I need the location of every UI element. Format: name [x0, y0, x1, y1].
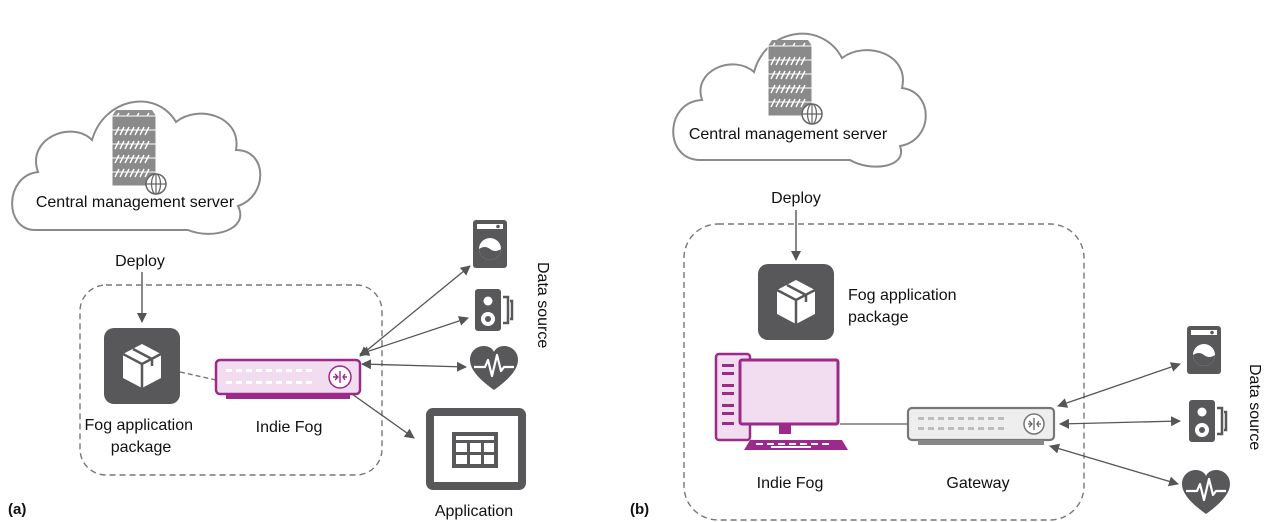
package-label: Fog application package — [848, 287, 961, 326]
desktop-pc-icon — [714, 352, 848, 450]
package-icon — [102, 326, 182, 406]
fog-boundary — [79, 284, 383, 476]
data-source-label: Data source — [534, 262, 551, 348]
panel-b-tag: (b) — [630, 501, 649, 518]
fog-label: Indie Fog — [256, 419, 323, 436]
deploy-label: Deploy — [771, 190, 821, 207]
washing-machine-icon — [1187, 326, 1221, 374]
deploy-label: Deploy — [115, 253, 165, 270]
data-source-label: Data source — [1246, 364, 1263, 450]
speaker-icon — [473, 287, 514, 333]
panel-a-tag: (a) — [8, 501, 26, 518]
application-label: Application — [435, 503, 513, 520]
package-fog-link — [179, 371, 217, 381]
data-links-b — [1049, 362, 1181, 487]
package-label: Fog application package — [85, 417, 198, 456]
server-label: Central management server — [689, 126, 888, 143]
panel-a: Central management server Deploy Fog app… — [8, 100, 551, 520]
gateway-icon — [906, 406, 1056, 445]
router-icon — [214, 358, 362, 399]
server-label: Central management server — [36, 194, 235, 211]
gateway-label: Gateway — [946, 475, 1009, 492]
heart-monitor-icon — [1180, 468, 1232, 516]
speaker-icon — [1187, 398, 1228, 444]
data-links-a — [351, 265, 471, 439]
fog-label: Indie Fog — [757, 475, 824, 492]
heart-monitor-icon — [468, 344, 520, 392]
tablet-icon — [426, 408, 526, 490]
panel-b: Central management server Deploy Fog app… — [630, 32, 1263, 521]
fog-boundary — [683, 223, 1085, 521]
washing-machine-icon — [473, 220, 507, 268]
package-icon — [756, 262, 836, 342]
